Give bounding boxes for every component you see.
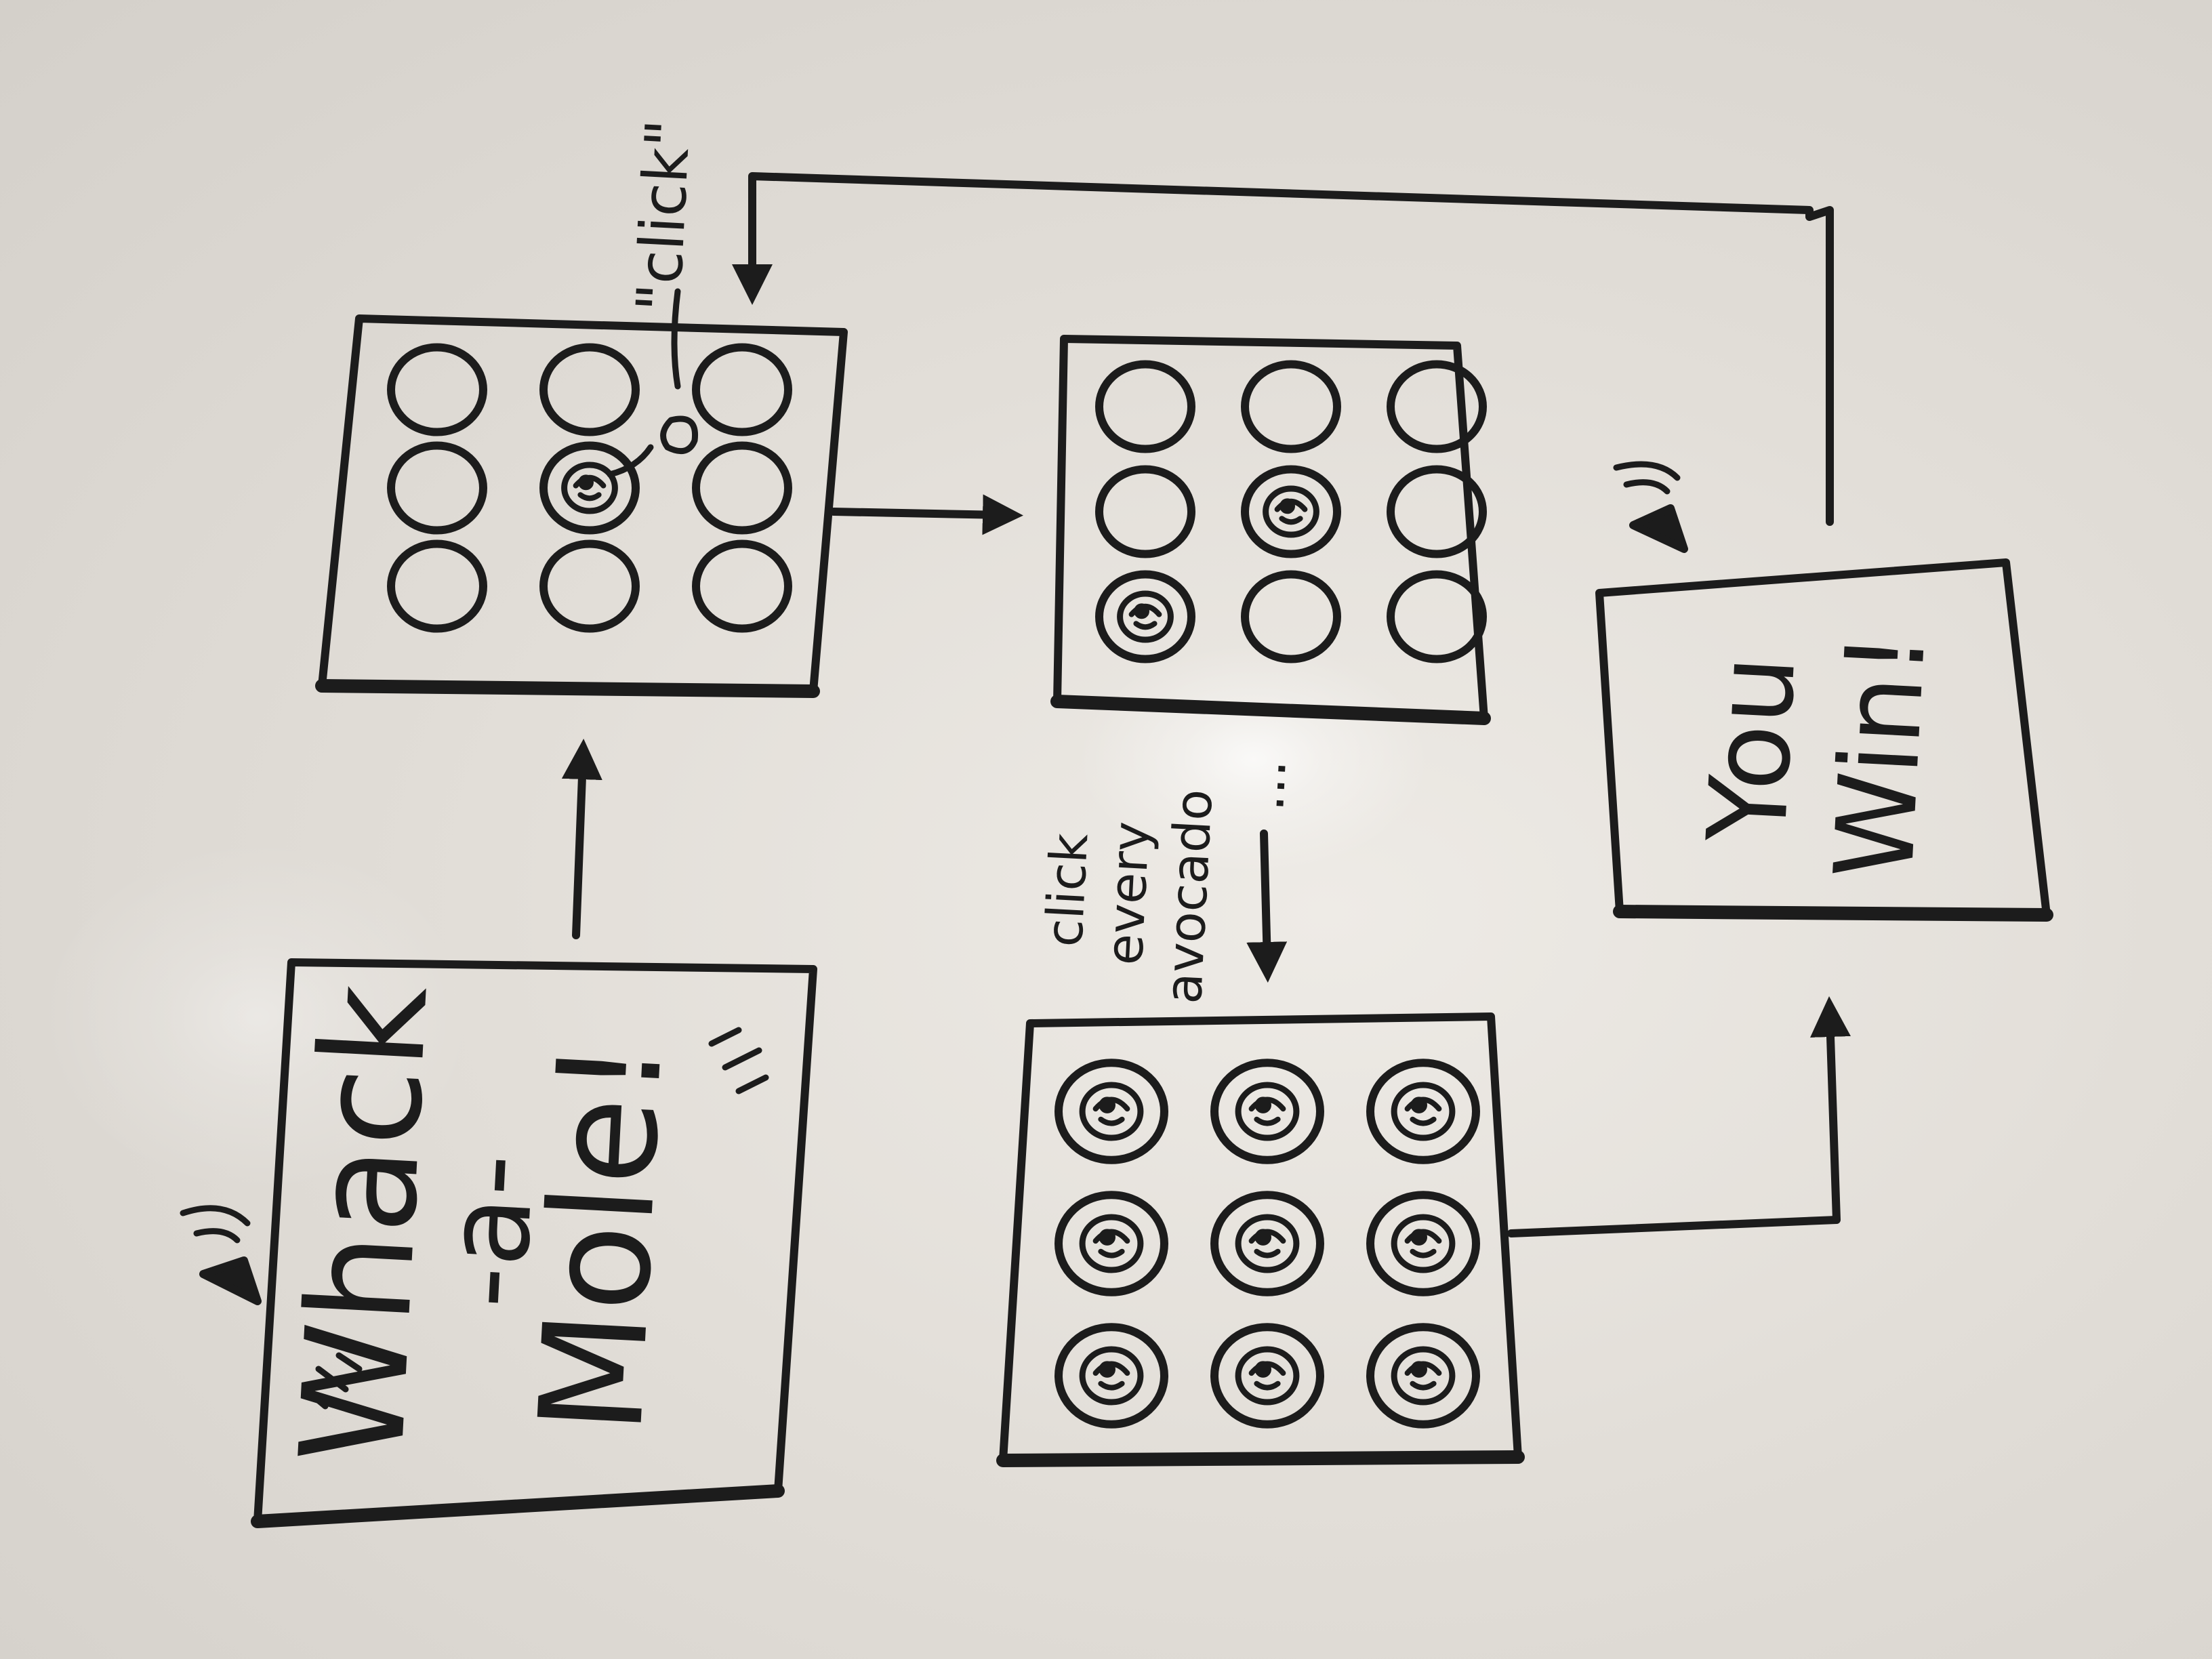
mole-icon [1079, 1346, 1144, 1406]
hole [1387, 570, 1487, 663]
mole-icon [1391, 1082, 1456, 1141]
title-screen-frame [251, 958, 817, 1528]
hole [692, 343, 792, 436]
grid-screen-2-holes [1095, 360, 1487, 663]
mole-icon [1235, 1214, 1300, 1273]
instruction-text: click every avocado [1034, 787, 1224, 1005]
title-line1: Whack [269, 981, 460, 1468]
instruction-line2: every [1094, 820, 1162, 966]
hole [1387, 465, 1487, 558]
mole-icon [561, 462, 618, 514]
hole [1054, 1059, 1168, 1164]
hole [539, 343, 640, 436]
sparkle-marks [302, 1027, 769, 1410]
glare-highlight-2 [41, 840, 474, 1193]
mole-icon [1117, 590, 1174, 643]
instruction-line1: click [1034, 832, 1100, 949]
click-annotation: "click" [623, 118, 705, 314]
hole [1054, 1323, 1168, 1429]
arrow-win-to-grid1-loop [732, 172, 1834, 526]
win-screen-text: You Win! [1683, 629, 1950, 882]
instruction-line3: avocado [1153, 787, 1224, 1005]
mole-icon [1235, 1082, 1300, 1141]
hole [692, 441, 792, 535]
win-line1: You [1683, 652, 1820, 846]
mole-icon [1391, 1214, 1456, 1273]
cursor-icon [607, 288, 699, 478]
grid-screen-1-frame [315, 314, 848, 698]
title-line2: -a- [418, 1151, 560, 1311]
title-screen-text: Whack -a- Mole! [269, 981, 695, 1468]
hole [1241, 465, 1341, 558]
hole [1210, 1059, 1324, 1164]
title-line3: Mole! [508, 1036, 695, 1437]
speaker-icon [180, 1205, 262, 1305]
arrow-title-to-grid1 [561, 739, 602, 939]
mole-icon [1391, 1346, 1456, 1406]
hole [387, 539, 487, 633]
hole [1366, 1323, 1480, 1429]
grid-screen-3-holes [1054, 1059, 1480, 1429]
hole [1366, 1191, 1480, 1296]
hole [1054, 1191, 1168, 1296]
hole [1095, 465, 1195, 558]
arrow-grid1-to-grid2 [830, 494, 1023, 535]
arrow-grid3-to-win [1507, 996, 1851, 1237]
hole [539, 539, 640, 633]
hole [387, 441, 487, 535]
mole-icon [1079, 1082, 1144, 1141]
hole [1241, 360, 1341, 453]
hole [1366, 1059, 1480, 1164]
win-screen-frame [1595, 558, 2053, 922]
hole [692, 539, 792, 633]
grid-screen-1-holes [387, 343, 792, 633]
hole [387, 343, 487, 436]
mole-icon [1079, 1214, 1144, 1273]
hole [1210, 1191, 1324, 1296]
hole [1210, 1323, 1324, 1429]
win-line2: Win! [1810, 629, 1950, 882]
hole [1241, 570, 1341, 663]
hole [1095, 360, 1195, 453]
hole [1095, 570, 1195, 663]
hole [1387, 360, 1487, 453]
arrow-grid2-to-grid3 [1246, 830, 1288, 983]
speaker-icon [1613, 461, 1688, 553]
instruction-ellipsis: ... [1233, 758, 1298, 813]
grid-screen-2-frame [1050, 335, 1491, 725]
mole-icon [1263, 485, 1319, 538]
hole [539, 441, 640, 535]
mole-icon [1235, 1346, 1300, 1406]
grid-screen-3-frame [996, 1012, 1525, 1467]
